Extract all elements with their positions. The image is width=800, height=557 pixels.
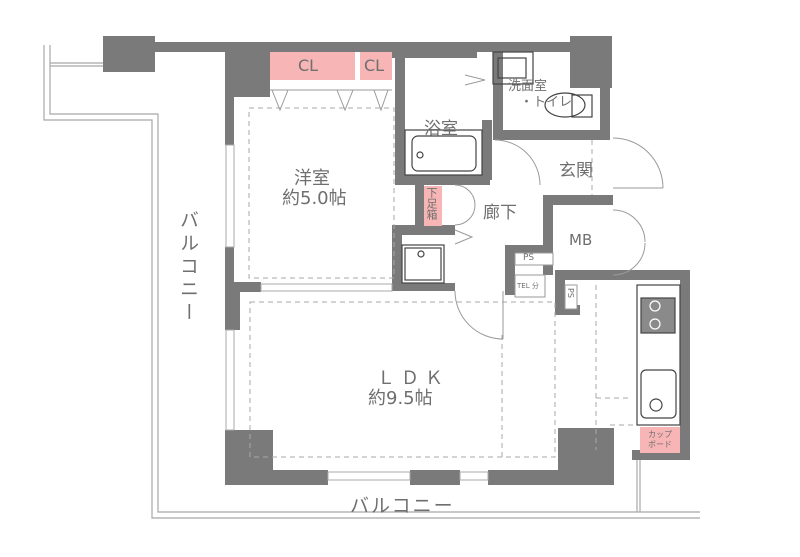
hallway-label: 廊下: [483, 203, 517, 223]
washroom-label: 洗面室: [508, 79, 548, 94]
mb-label: MB: [569, 231, 593, 249]
toilet-label: ・トイレ: [520, 95, 573, 110]
ps-label-2: PS: [566, 288, 575, 298]
closet-label-1: CL: [298, 56, 319, 75]
windows: [225, 144, 489, 481]
washing-machine-pan: [401, 244, 445, 284]
balcony-south-label: バルコニー: [350, 495, 455, 517]
storage-highlights: [270, 52, 680, 453]
balcony-west-label: バルコニー: [177, 210, 199, 325]
dashed-lines: [248, 107, 680, 458]
western-room-size: 約5.0帖: [282, 188, 347, 209]
bathroom-label: 浴室: [424, 119, 458, 139]
bathtub: [404, 129, 483, 176]
kitchen-counter: [636, 284, 681, 426]
entrance-label: 玄関: [559, 161, 593, 181]
cupboard-label-1: カップ: [648, 430, 672, 439]
shoe-box-label: 下足箱: [425, 187, 438, 220]
door-swings: [454, 74, 664, 340]
tel-label: TEL 分: [517, 282, 539, 290]
balcony-outline: [43, 45, 700, 519]
sink-toilet: [492, 51, 593, 118]
western-room-name: 洋室: [294, 168, 330, 189]
closet-doors: [270, 89, 392, 112]
utility-boxes: [514, 252, 578, 310]
ldk-size: 約9.5帖: [368, 388, 433, 409]
cupboard-label-2: ボード: [648, 440, 672, 449]
ps-label-1: PS: [523, 253, 535, 263]
closet-label-2: CL: [364, 56, 385, 75]
ldk-name: ＬＤＫ: [377, 368, 449, 389]
